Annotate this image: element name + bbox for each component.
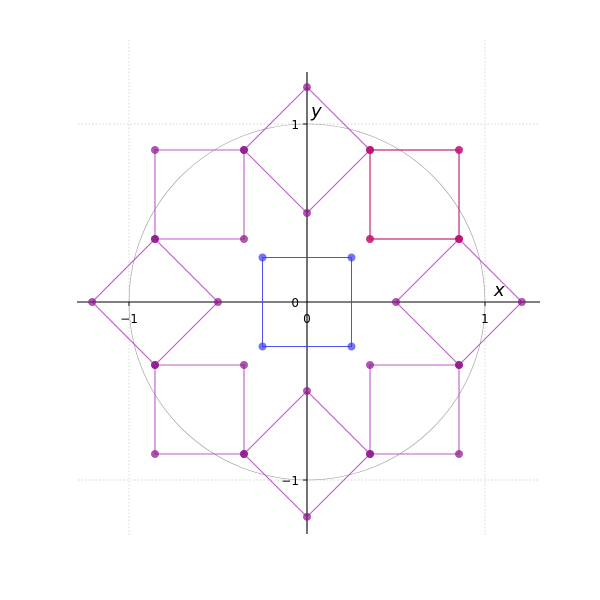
center-square-point-3 [258, 253, 267, 262]
rotated-square-2-point-2 [455, 450, 464, 459]
rotated-square-1-point-0 [239, 361, 248, 370]
rotated-square-1-point-2 [150, 450, 159, 459]
rotated-squares [88, 83, 526, 521]
rotated-square-6-point-0 [303, 387, 311, 395]
rotated-square-6-point-3 [239, 450, 248, 459]
rotated-square-1 [150, 361, 248, 459]
y-tick-label-2: 1 [291, 118, 299, 132]
rotated-square-4-point-2 [88, 298, 97, 306]
rotated-square-2-outline [369, 364, 460, 455]
center-square-point-1 [347, 342, 356, 351]
x-tick-label-2: 1 [481, 312, 489, 326]
y-tick-label-1: 0 [291, 296, 299, 310]
rotated-square-0-outline [154, 149, 245, 240]
rotated-square-0-point-0 [239, 234, 248, 243]
rotated-square-3-point-0 [392, 298, 400, 306]
rotated-square-2-point-0 [366, 361, 375, 370]
rotated-square-2 [366, 361, 464, 459]
highlight-square-group [366, 145, 464, 243]
rotated-square-5-point-3 [239, 145, 248, 154]
rotated-square-4 [88, 234, 222, 370]
y-axis-label: y [310, 101, 322, 122]
rotated-square-0-point-2 [150, 145, 159, 154]
highlight-square-point-2 [455, 145, 464, 154]
rotated-square-6-point-2 [303, 512, 311, 521]
highlight-square-point-3 [366, 145, 375, 154]
highlight-square-point-0 [366, 234, 375, 243]
center-square-point-0 [258, 342, 267, 351]
center-square [258, 253, 356, 351]
rotated-square-0 [150, 145, 248, 243]
highlight-square-point-1 [455, 234, 464, 243]
x-tick-label-0: −1 [120, 312, 138, 326]
x-axis-label: x [493, 280, 505, 301]
rotated-square-4-point-1 [150, 234, 159, 243]
center-square-group [258, 253, 356, 351]
y-tick-label-0: −1 [281, 474, 299, 488]
rotated-square-5-point-2 [303, 83, 311, 92]
axes-layer [77, 72, 540, 534]
rotated-square-4-point-0 [214, 298, 222, 306]
x-tick-label-1: 0 [303, 312, 311, 326]
highlight-square-outline [369, 149, 460, 240]
grid-layer [78, 40, 540, 535]
rotated-square-4-point-3 [150, 361, 159, 370]
highlight-square [366, 145, 464, 243]
rotated-square-1-outline [154, 364, 245, 455]
center-square-point-2 [347, 253, 356, 262]
rotated-square-3-point-3 [455, 361, 464, 370]
rotated-square-6-point-1 [366, 450, 375, 459]
rotated-square-6 [239, 387, 375, 521]
rotated-square-5-point-0 [303, 209, 311, 217]
rotated-square-3-point-2 [517, 298, 526, 306]
tick-labels: −1 0 1 −1 0 1 [120, 118, 489, 488]
